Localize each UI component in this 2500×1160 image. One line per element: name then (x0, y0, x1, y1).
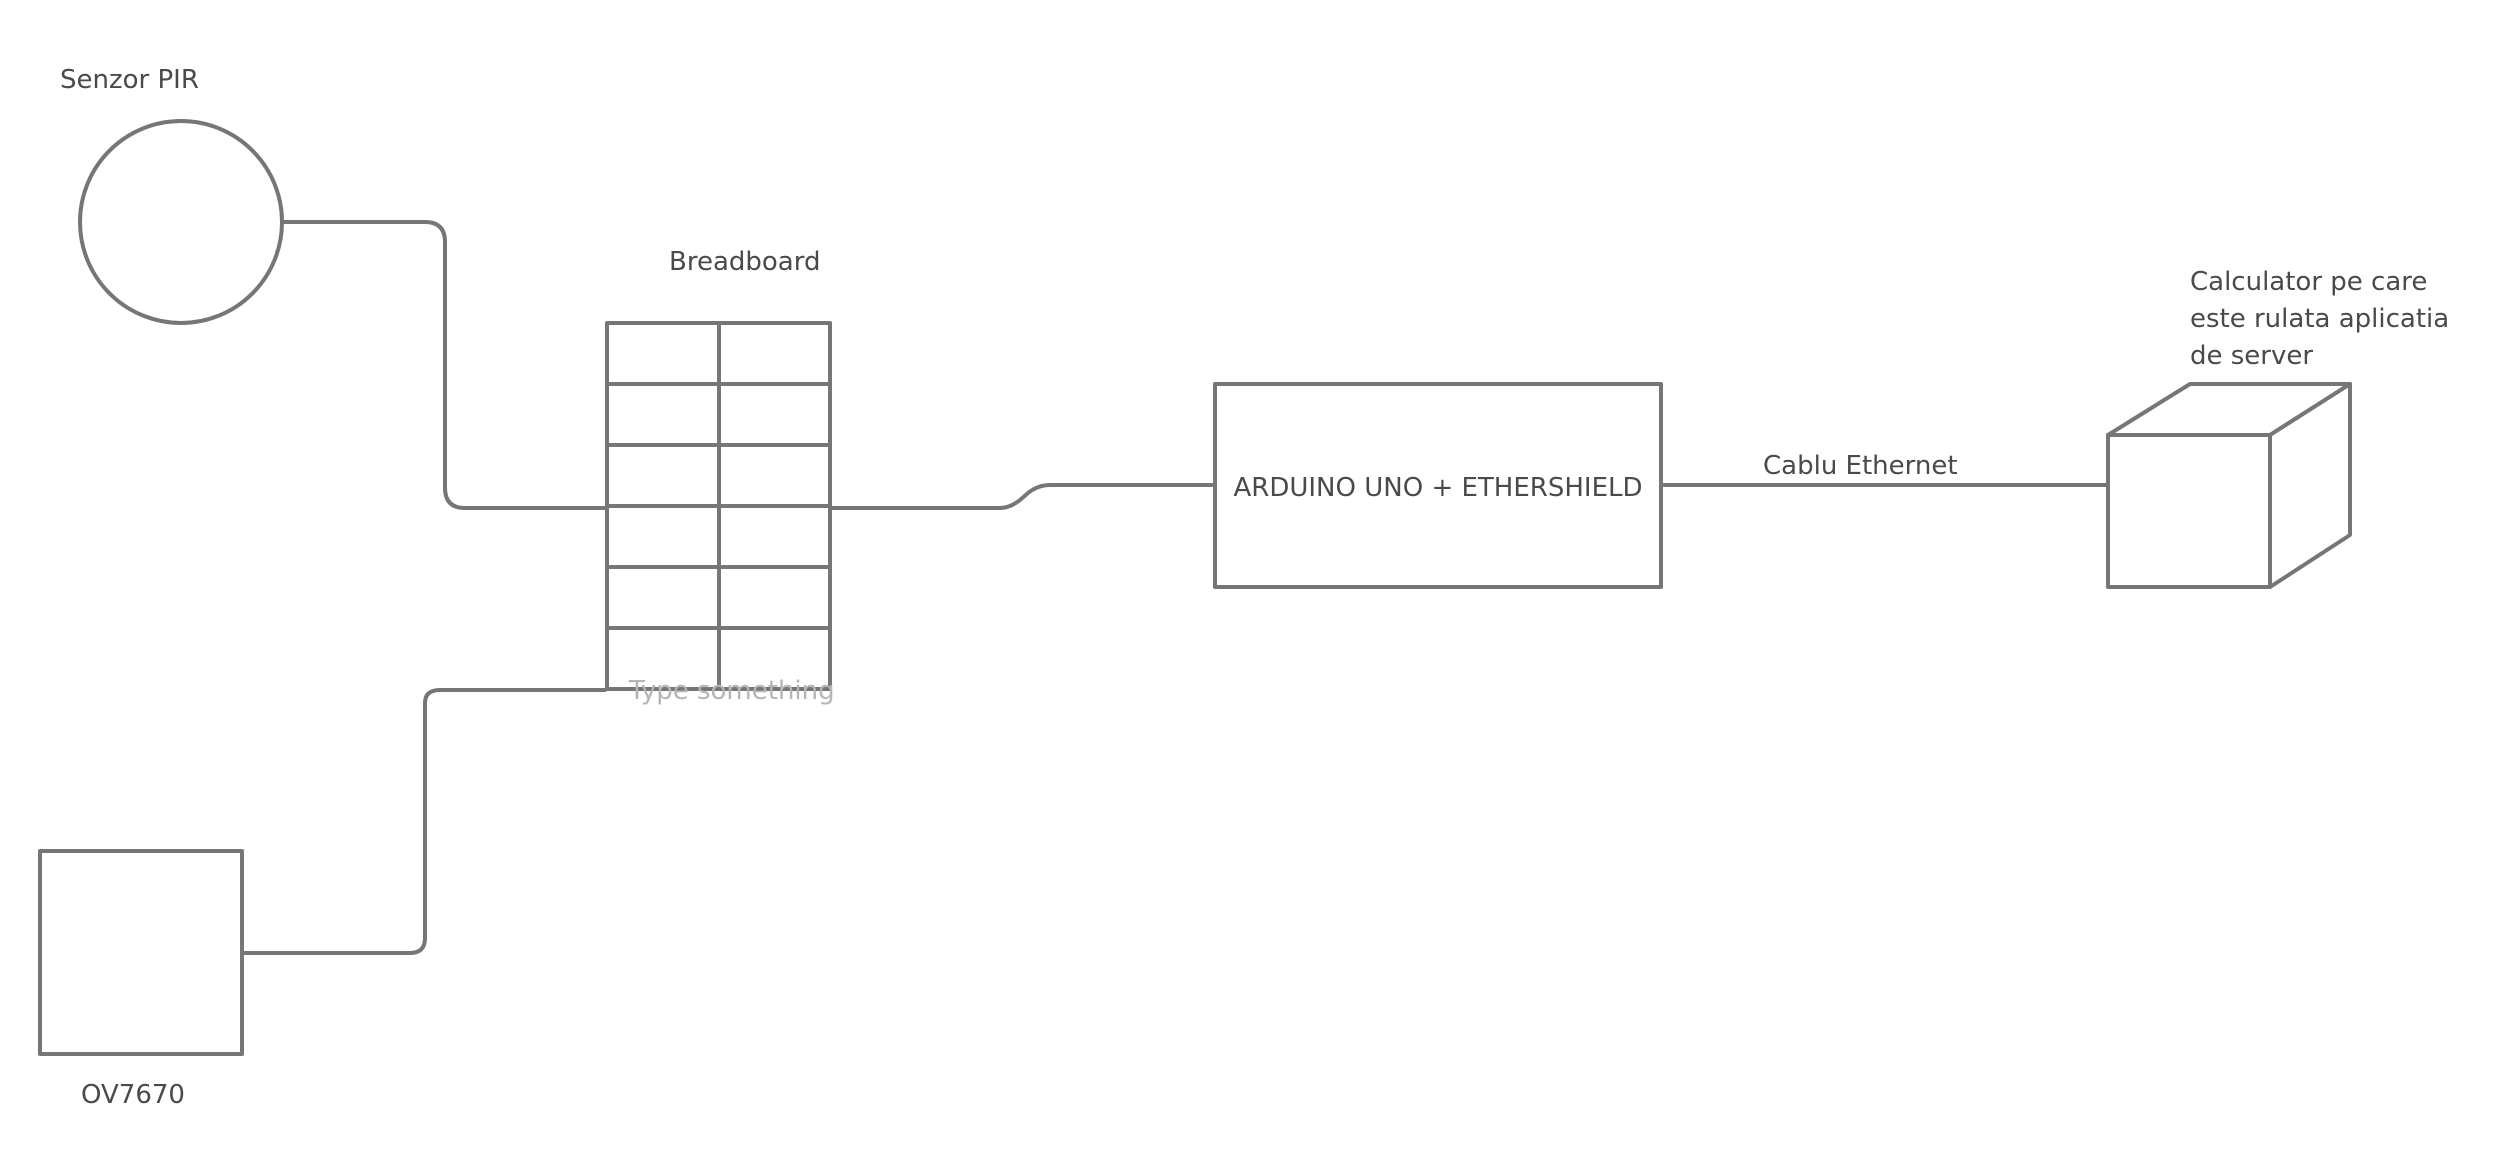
server-node[interactable] (2106, 382, 2352, 589)
pir-sensor-shape[interactable] (78, 119, 284, 325)
camera-shape[interactable] (38, 849, 244, 1056)
connector-camera-to-breadboard[interactable] (240, 688, 607, 955)
pir-sensor-label: Senzor PIR (60, 65, 199, 95)
arduino-label: ARDUINO UNO + ETHERSHIELD (1233, 473, 1642, 503)
server-label-line-1: Calculator pe care (2190, 267, 2427, 297)
connector-breadboard-to-arduino[interactable] (828, 483, 1217, 510)
server-label: Calculator pe care este rulata aplicatia… (2190, 267, 2457, 371)
connectors (240, 220, 2110, 955)
server-cube-front[interactable] (2106, 433, 2272, 589)
server-label-line-2: este rulata aplicatia (2190, 304, 2449, 334)
breadboard-placeholder-text[interactable]: Type something (628, 676, 835, 706)
camera-node[interactable] (38, 849, 244, 1056)
breadboard-node[interactable] (605, 321, 832, 691)
breadboard-label: Breadboard (669, 247, 820, 277)
arduino-node[interactable] (1213, 382, 1663, 589)
ethernet-cable-label: Cablu Ethernet (1763, 451, 1958, 481)
server-label-line-3: de server (2190, 341, 2313, 371)
camera-label: OV7670 (81, 1080, 185, 1110)
connector-pir-to-breadboard[interactable] (280, 220, 607, 510)
pir-sensor-node[interactable] (78, 119, 284, 325)
server-cube-side (2268, 382, 2352, 589)
arduino-shape[interactable] (1213, 382, 1663, 589)
